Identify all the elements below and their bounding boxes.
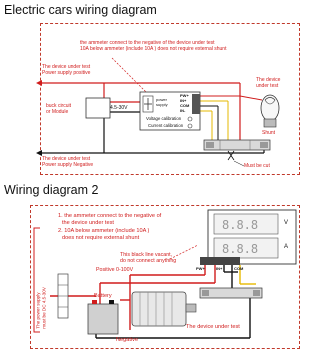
- d2-battery-label: Battery: [94, 293, 112, 299]
- d2-positive-label: Positive 0-100V: [96, 267, 134, 273]
- d1-load-line2: under test: [256, 83, 279, 89]
- d1-buck-line1: buck circuit: [46, 103, 72, 109]
- d1-pin-com: COM: [180, 103, 190, 108]
- d1-power-negative-line1: The device under test: [42, 156, 91, 162]
- d2-note-line2: the device under test: [62, 220, 114, 226]
- d2-battery-stack: [57, 273, 69, 319]
- d2-note-line3: 2. 10A below ammeter (include 10A ): [58, 228, 150, 234]
- d1-power-supply-line2: supply: [156, 102, 168, 107]
- diagram2-title: Wiring diagram 2: [4, 183, 99, 197]
- d2-negative-label: Negative: [116, 337, 139, 343]
- d1-cut-mark: [227, 150, 245, 167]
- d1-power-negative-line2: Power supply Negative: [42, 162, 94, 168]
- d1-power-positive-line1: The device under test: [42, 64, 91, 70]
- d1-voltage-range: 4.5-30V: [110, 105, 128, 111]
- d1-load-line1: The device: [256, 77, 281, 83]
- d2-note-line4: does not require external shunt: [62, 235, 140, 241]
- d1-shunt-label: Shunt: [262, 130, 276, 136]
- d1-power-positive-line2: Power supply positive: [42, 70, 91, 76]
- d1-pin-inv: IN+: [180, 98, 187, 103]
- d1-note-line1: the ammeter connect to the negative of t…: [80, 40, 215, 46]
- d1-pin-ain: IN-: [180, 108, 186, 113]
- d2-battery: [87, 300, 119, 335]
- meter-module: [139, 91, 201, 131]
- d2-vertical-note-line2: must be DC 4.5-30V: [41, 287, 47, 329]
- d2-motor: [131, 291, 197, 327]
- d1-shunt: [203, 139, 271, 151]
- d2-vacant-line2: do not connect anything: [120, 258, 177, 264]
- d1-yellow-wires: [200, 100, 229, 142]
- d1-buck-line2: or Module: [46, 109, 69, 115]
- d1-power-supply-line1: power: [156, 97, 167, 102]
- d2-vertical-note-line1: The power supply: [35, 292, 41, 329]
- d1-must-be-cut: Must be cut: [244, 163, 270, 169]
- diagram1-title: Electric cars wiring diagram: [4, 3, 157, 17]
- d2-pin-com: COM: [234, 266, 244, 271]
- d2-shunt: [199, 287, 263, 299]
- d2-pin-pwr: PW+: [196, 266, 205, 271]
- d2-note-line1: 1. the ammeter connect to the negative o…: [58, 213, 162, 219]
- d1-voltage-calibration: Voltage calibration: [146, 116, 182, 121]
- svg-text:8.8.8: 8.8.8: [222, 242, 258, 256]
- d1-pin-pwr: PW+: [180, 93, 189, 98]
- d2-pin-inv: IN+: [216, 266, 223, 271]
- d2-load-label: The device under test: [186, 324, 240, 330]
- svg-text:8.8.8: 8.8.8: [222, 218, 258, 232]
- d2-unit-v: V: [284, 220, 289, 226]
- d2-vacant-line1: This black line vacant,: [120, 252, 173, 258]
- diagram1-panel: [40, 23, 300, 175]
- d1-note-line2: 10A below ammeter (include 10A ) does no…: [80, 46, 227, 52]
- diagram2-panel: [30, 205, 300, 349]
- d1-current-calibration: Current calibration: [148, 123, 184, 128]
- buck-box: [85, 97, 111, 119]
- d2-meter: 8.8.8 8.8.8: [200, 209, 297, 265]
- wiring-svg: 8.8.8 8.8.8: [33, 57, 297, 339]
- d2-unit-a: A: [284, 244, 289, 250]
- d1-load-bulb: [260, 94, 280, 128]
